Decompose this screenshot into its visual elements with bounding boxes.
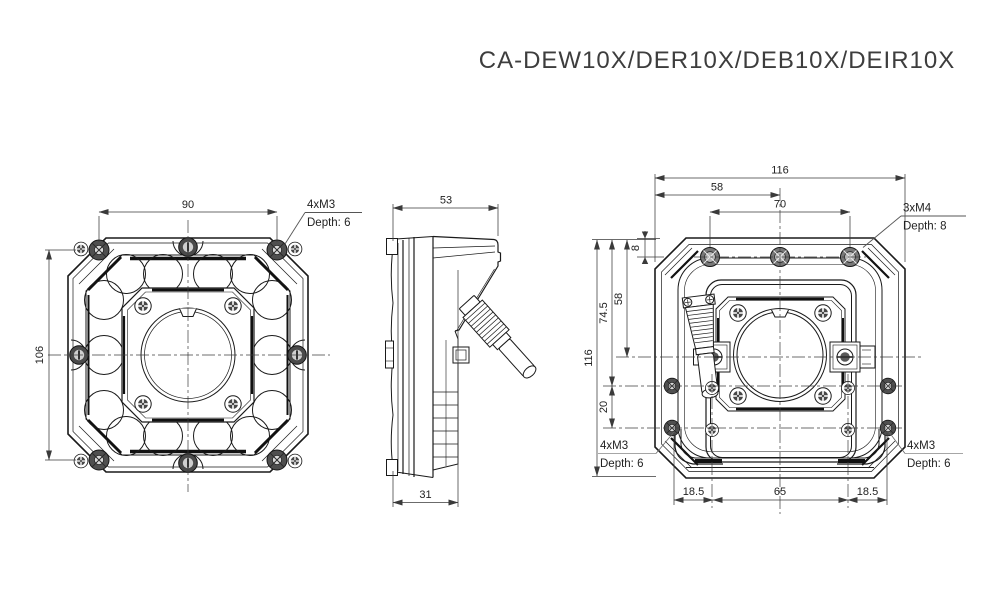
rear-m3-note-right: 4xM3 Depth: 6 <box>888 431 963 470</box>
front-screw-note: 4xM3 Depth: 6 <box>284 199 362 245</box>
side-mount-tab <box>385 340 394 369</box>
rear-overall-height-dim: 116 <box>583 349 595 367</box>
side-dimensions: 53 31 <box>392 195 499 507</box>
rear-m3-note-left: 4xM3 Depth: 6 <box>598 431 675 470</box>
rear-center-offset-dim: 58 <box>613 293 625 305</box>
rear-view <box>603 188 924 514</box>
rear-foot-left-dim: 18.5 <box>683 486 704 498</box>
drawing-title: CA-DEW10X/DER10X/DEB10X/DEIR10X <box>479 47 956 74</box>
side-connector <box>452 346 470 364</box>
rear-m4-note-line2: Depth: 8 <box>903 221 946 233</box>
front-dimensions: 90 106 4xM3 Depth: 6 <box>34 199 362 461</box>
front-width-dim: 90 <box>182 199 194 211</box>
front-height-dim: 106 <box>34 346 46 364</box>
rear-cable-offset-dim: 74.5 <box>598 302 610 323</box>
side-depth-overall-dim: 53 <box>440 195 452 207</box>
rear-overall-width-dim: 116 <box>771 165 789 177</box>
rear-mount-plate <box>715 296 846 412</box>
rear-m4-note-line1: 3xM4 <box>903 203 932 215</box>
rear-m4-note: 3xM4 Depth: 8 <box>862 203 966 248</box>
front-screw-note-line1: 4xM3 <box>307 199 335 211</box>
rear-m3-left-line1: 4xM3 <box>600 440 628 452</box>
rear-m3-left-line2: Depth: 6 <box>600 458 643 470</box>
rear-dimensions: 116 58 70 8 116 74.5 58 20 18.5 65 <box>583 165 966 505</box>
rear-screw-gap-dim: 20 <box>598 401 610 413</box>
side-view <box>385 235 537 507</box>
front-view <box>48 220 330 492</box>
rear-screw-span-dim: 70 <box>774 199 786 211</box>
rear-m3-right-line2: Depth: 6 <box>907 458 950 470</box>
side-depth-body-dim: 31 <box>419 489 431 501</box>
front-screw-note-line2: Depth: 6 <box>307 217 350 229</box>
rear-top-offset-dim-group: 8 <box>630 231 664 264</box>
rear-foot-right-dim: 18.5 <box>857 486 878 498</box>
rear-centerlines <box>603 188 924 514</box>
side-cable-gland <box>459 295 537 379</box>
rear-left-to-center-dim: 58 <box>711 182 723 194</box>
rear-foot-center-dim: 65 <box>774 486 786 498</box>
rear-feet <box>674 429 886 465</box>
rear-m3-right-line1: 4xM3 <box>907 440 935 452</box>
rear-top-offset-dim: 8 <box>630 245 642 251</box>
